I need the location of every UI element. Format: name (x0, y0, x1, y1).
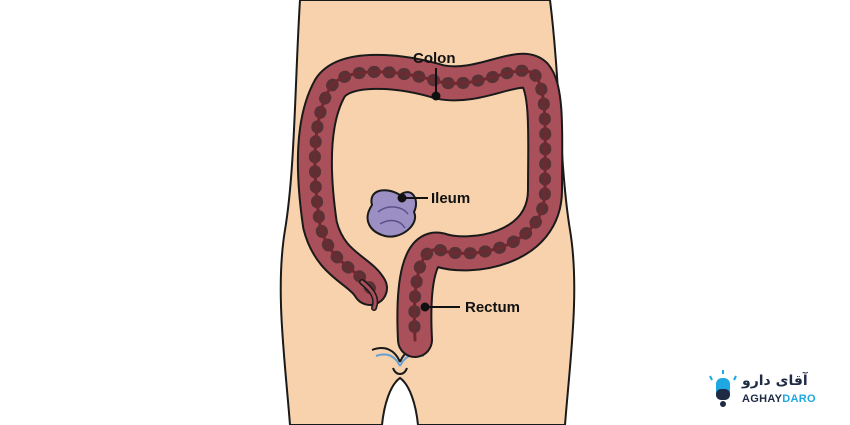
label-ileum: Ileum (431, 190, 470, 207)
brand-name-latin: AGHAYDARO (742, 393, 816, 405)
colon-shape (296, 52, 564, 358)
torso-silhouette (279, 0, 576, 425)
brand-name-part1: AGHAY (742, 393, 783, 405)
label-rectum: Rectum (465, 299, 520, 316)
label-colon: Colon (413, 50, 456, 67)
brand-name-persian: آقای دارو (742, 373, 808, 389)
leader-lines (397, 68, 460, 312)
brand-name-part2: DARO (782, 393, 816, 405)
brand-logo-icon (709, 370, 737, 407)
